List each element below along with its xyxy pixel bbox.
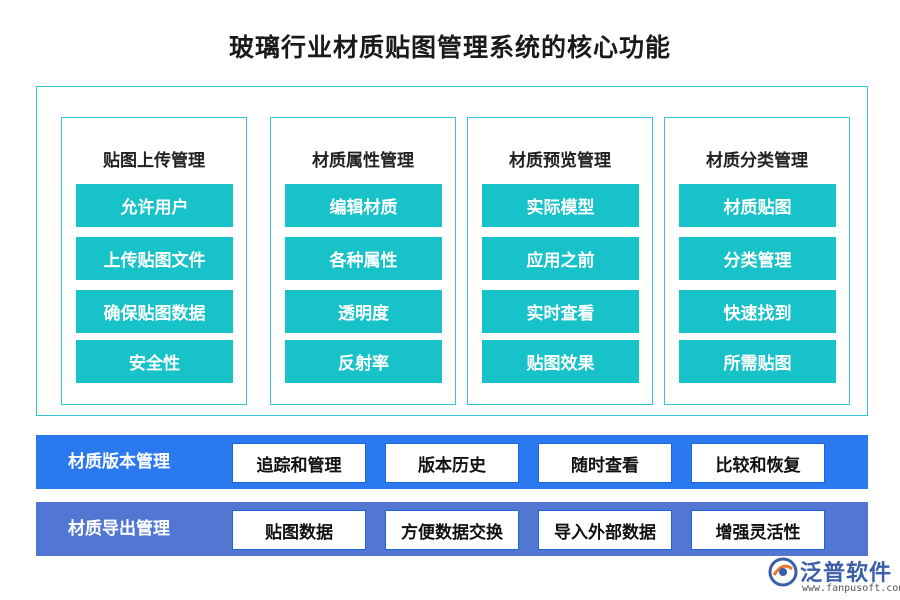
feature-box: 安全性 <box>76 340 233 383</box>
column-title: 材质属性管理 <box>312 151 414 171</box>
column-attribute-management: 材质属性管理 编辑材质 各种属性 透明度 反射率 <box>270 117 456 405</box>
feature-box: 材质贴图 <box>679 184 836 227</box>
feature-box: 实时查看 <box>482 290 639 333</box>
column-classification-management: 材质分类管理 材质贴图 分类管理 快速找到 所需贴图 <box>664 117 850 405</box>
band-chip: 追踪和管理 <box>232 443 366 483</box>
feature-box: 各种属性 <box>285 237 442 280</box>
feature-box: 允许用户 <box>76 184 233 227</box>
column-title: 贴图上传管理 <box>103 151 205 171</box>
feature-box: 确保贴图数据 <box>76 290 233 333</box>
column-title: 材质预览管理 <box>509 151 611 171</box>
feature-box: 反射率 <box>285 340 442 383</box>
feature-box: 实际模型 <box>482 184 639 227</box>
core-functions-frame <box>36 86 868 416</box>
band-chip: 随时查看 <box>538 443 672 483</box>
feature-box: 贴图效果 <box>482 340 639 383</box>
band-export-management: 材质导出管理 贴图数据 方便数据交换 导入外部数据 增强灵活性 <box>36 502 868 556</box>
band-chip: 增强灵活性 <box>691 510 825 550</box>
feature-box: 应用之前 <box>482 237 639 280</box>
page-title: 玻璃行业材质贴图管理系统的核心功能 <box>228 33 671 62</box>
feature-box: 透明度 <box>285 290 442 333</box>
feature-box: 所需贴图 <box>679 340 836 383</box>
column-title: 材质分类管理 <box>706 151 808 171</box>
band-label: 材质导出管理 <box>68 519 170 539</box>
band-chip: 比较和恢复 <box>691 443 825 483</box>
band-label: 材质版本管理 <box>68 452 170 472</box>
column-preview-management: 材质预览管理 实际模型 应用之前 实时查看 贴图效果 <box>467 117 653 405</box>
band-chip: 版本历史 <box>385 443 519 483</box>
feature-box: 快速找到 <box>679 290 836 333</box>
band-chip: 导入外部数据 <box>538 510 672 550</box>
column-upload-management: 贴图上传管理 允许用户 上传贴图文件 确保贴图数据 安全性 <box>61 117 247 405</box>
feature-box: 分类管理 <box>679 237 836 280</box>
feature-box: 上传贴图文件 <box>76 237 233 280</box>
band-chip: 贴图数据 <box>232 510 366 550</box>
brand-name: 泛普软件 <box>800 561 893 586</box>
band-chip: 方便数据交换 <box>385 510 519 550</box>
brand-logo: 泛普软件 www.fanpusoft.com <box>766 553 900 597</box>
brand-mark-icon <box>768 557 798 587</box>
band-version-management: 材质版本管理 追踪和管理 版本历史 随时查看 比较和恢复 <box>36 435 868 489</box>
brand-url: www.fanpusoft.com <box>802 583 900 594</box>
feature-box: 编辑材质 <box>285 184 442 227</box>
